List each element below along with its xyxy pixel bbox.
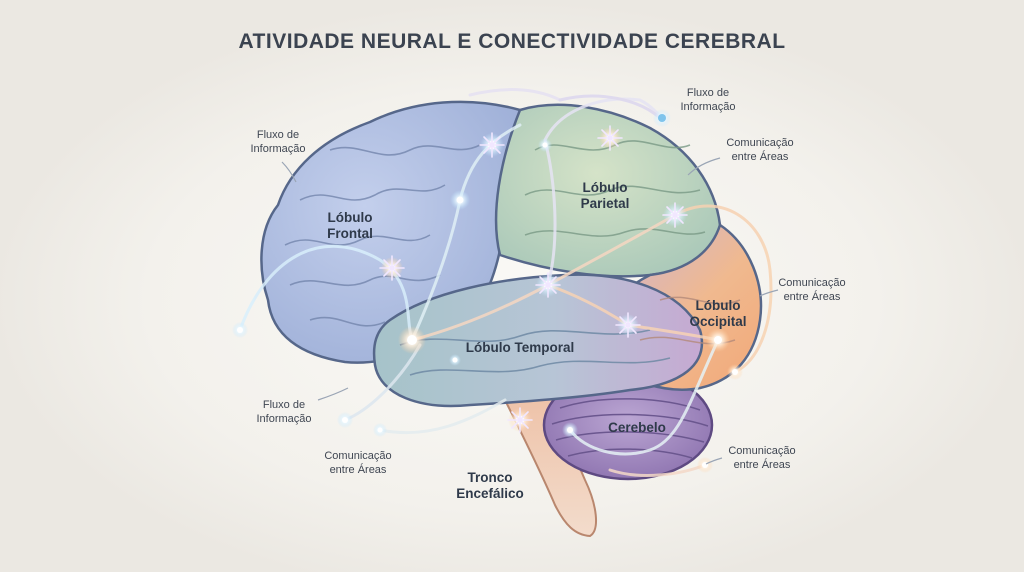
annotation-comunicacao-right-bottom: Comunicação entre Áreas	[716, 444, 808, 472]
annotation-fluxo-top-left: Fluxo de Informação	[238, 128, 318, 156]
annotation-fluxo-left-bottom: Fluxo de Informação	[242, 398, 326, 426]
label-tronco: Tronco Encefálico	[440, 470, 540, 502]
annotation-comunicacao-right-mid: Comunicação entre Áreas	[766, 276, 858, 304]
leader-fluxo-top-left	[282, 162, 296, 182]
label-parietal: Lóbulo Parietal	[560, 180, 650, 212]
annotation-comunicacao-right-top: Comunicação entre Áreas	[714, 136, 806, 164]
label-temporal: Lóbulo Temporal	[450, 340, 590, 356]
annotation-comunicacao-left-bottom: Comunicação entre Áreas	[312, 449, 404, 477]
annotation-fluxo-top-right: Fluxo de Informação	[668, 86, 748, 114]
label-occipital: Lóbulo Occipital	[672, 298, 764, 330]
page-title: ATIVIDADE NEURAL E CONECTIVIDADE CEREBRA…	[0, 30, 1024, 54]
label-frontal: Lóbulo Frontal	[305, 210, 395, 242]
label-cerebelo: Cerebelo	[592, 420, 682, 436]
